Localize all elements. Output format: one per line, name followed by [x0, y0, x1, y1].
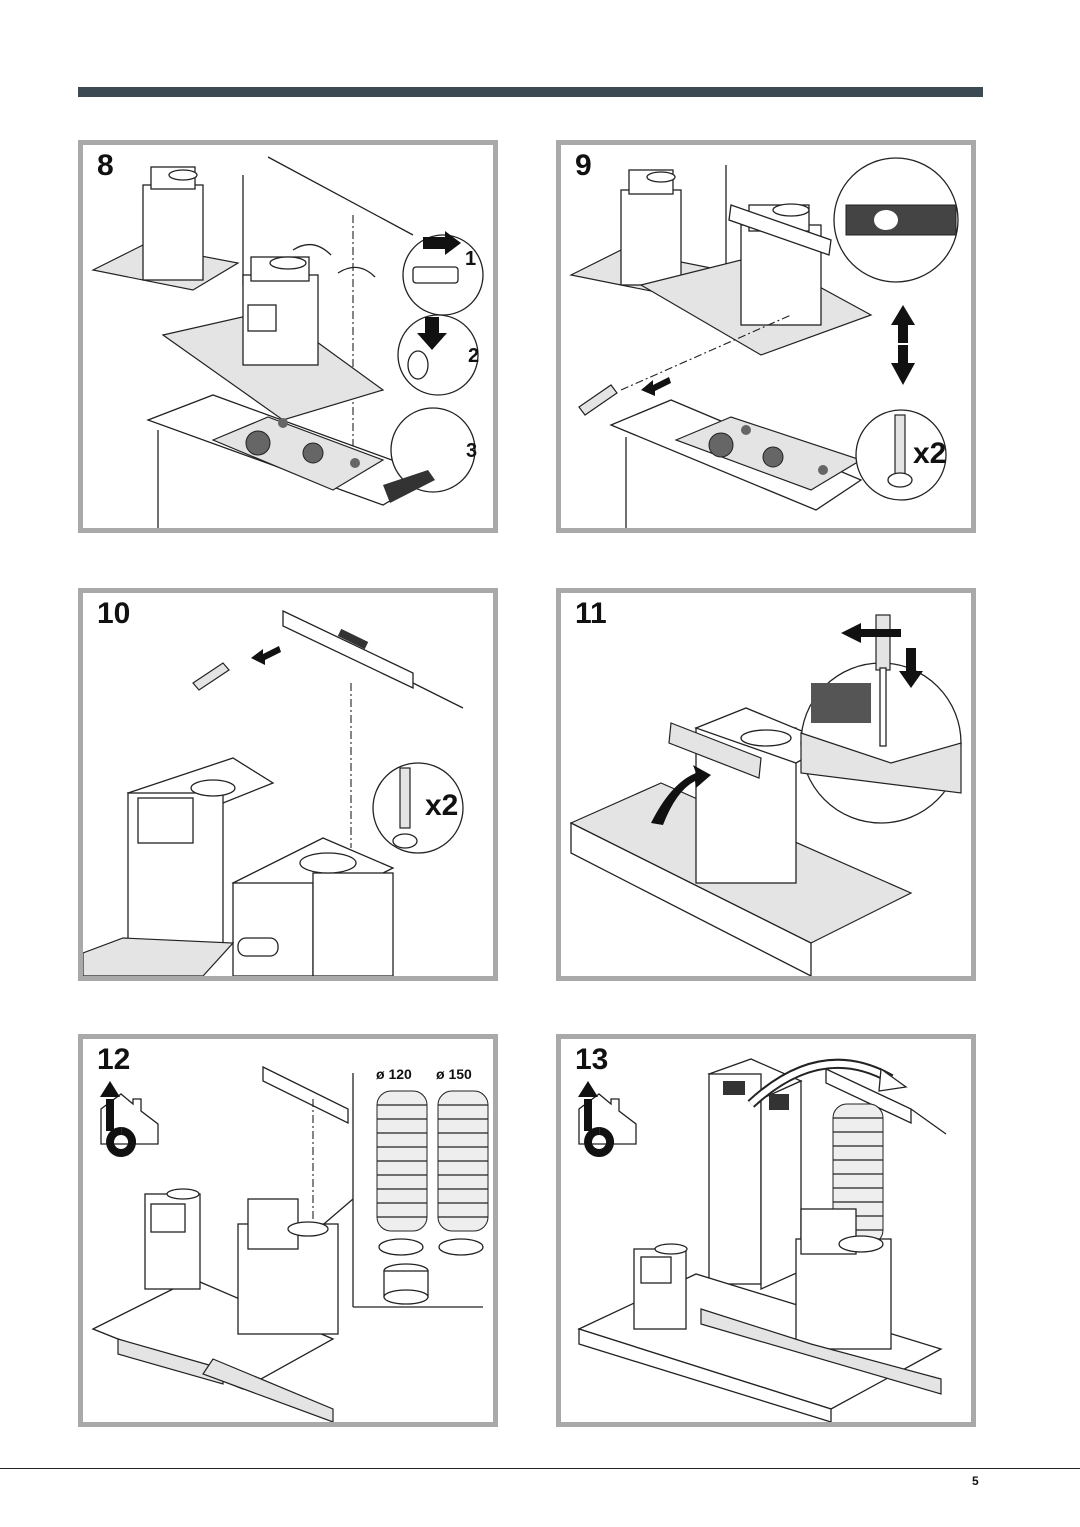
callout-2: 2 — [468, 345, 479, 367]
diameter-150-label: ø 150 — [436, 1066, 472, 1082]
hose-clamp-icon — [438, 1238, 484, 1256]
flexible-duct-150-icon — [437, 1090, 489, 1232]
callout-1: 1 — [465, 248, 476, 270]
diameter-120-label: ø 120 — [376, 1066, 412, 1082]
step-number: 12 — [97, 1043, 131, 1076]
step-number: 13 — [575, 1043, 609, 1076]
hose-clamp-icon — [378, 1238, 424, 1256]
step-8-panel: 8 1 2 3 — [78, 140, 498, 533]
multiplier: x2 — [913, 437, 946, 470]
duct-adapter-icon — [383, 1263, 429, 1305]
step-13-panel: 13 — [556, 1034, 976, 1427]
page-number: 5 — [972, 1474, 979, 1488]
step-number: 11 — [575, 597, 607, 630]
step-11-panel: 11 — [556, 588, 976, 981]
step-10-illustration: x2 — [83, 609, 464, 976]
step-number: 9 — [575, 149, 592, 182]
house-ducting-icon — [100, 1081, 159, 1157]
step-9-illustration: x2 — [569, 157, 959, 528]
flexible-duct-120-icon — [376, 1090, 428, 1232]
step-12-panel: 12 ø 120 ø 150 — [78, 1034, 498, 1427]
step-8-illustration: 1 2 3 — [91, 156, 484, 528]
footer-rule — [0, 1468, 1080, 1469]
step-12-illustration: ø 120 ø 150 — [91, 1065, 489, 1422]
step-number: 10 — [97, 597, 131, 630]
step-11-illustration — [569, 614, 962, 976]
house-ducting-icon — [578, 1081, 637, 1157]
callout-3: 3 — [466, 440, 477, 462]
step-number: 8 — [97, 149, 114, 182]
header-bar — [78, 87, 983, 97]
step-10-panel: 10 x2 — [78, 588, 498, 981]
step-9-panel: 9 x2 — [556, 140, 976, 533]
multiplier: x2 — [425, 789, 458, 822]
step-13-illustration — [577, 1058, 947, 1422]
